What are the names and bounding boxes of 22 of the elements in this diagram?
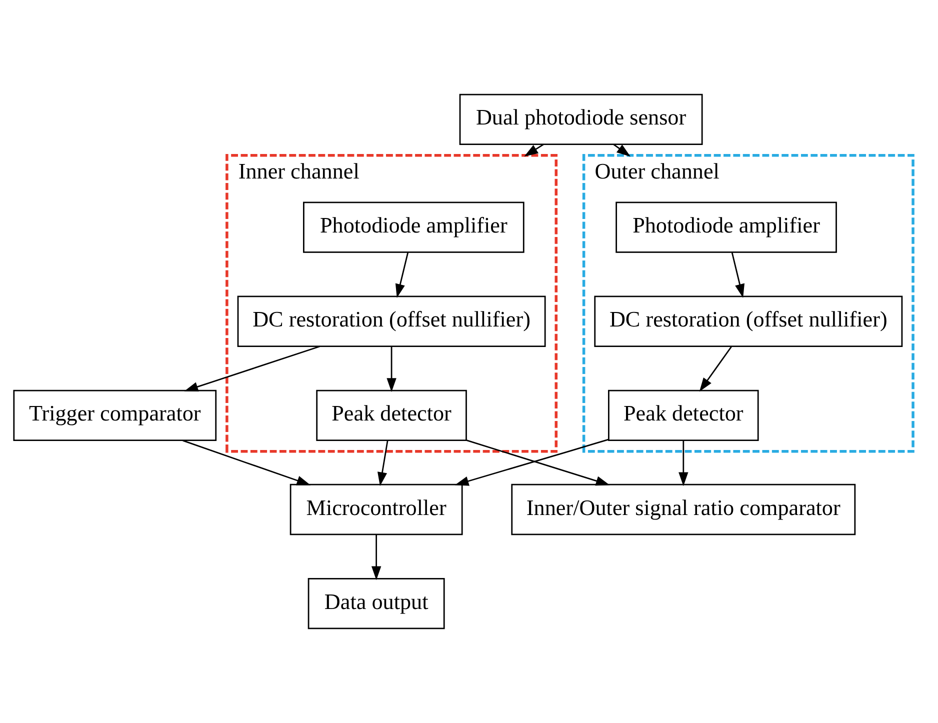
arrow [699,346,732,392]
arrow [731,252,745,298]
node-box: Photodiode amplifier [303,202,524,253]
node-box: Peak detector [316,390,467,442]
node-box: Photodiode amplifier [616,202,837,253]
node-box: Microcontroller [290,484,463,536]
node-box: Inner/Outer signal ratio comparator [511,484,856,536]
node-box: Dual photodiode sensor [459,94,703,146]
node-box: Peak detector [608,390,759,442]
arrow [386,346,396,392]
arrow [524,144,544,156]
arrow [371,534,382,580]
node-box: Data output [308,578,445,630]
node-box: Trigger comparator [13,390,217,442]
node-box: DC restoration (offset nullifier) [594,296,903,347]
arrow [182,440,311,486]
arrow [378,440,388,486]
arrow [395,252,409,298]
arrow [613,144,631,157]
arrow [184,346,320,392]
node-box: DC restoration (offset nullifier) [237,296,546,347]
arrow [678,440,688,486]
